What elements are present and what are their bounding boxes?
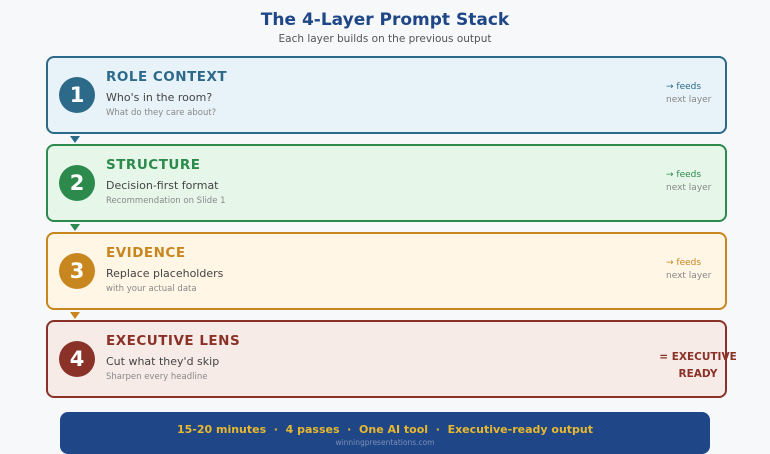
layer-number-badge: 4 [59,341,95,377]
feeds-label: → feeds [666,170,702,180]
layer-name: STRUCTURE [106,157,201,173]
layer-description: Decision-first format [106,179,219,192]
layer-detail: Recommendation on Slide 1 [106,196,226,206]
website-label: winningpresentations.com [335,438,435,447]
feeds-label: → feeds [666,82,702,92]
layer-structure: 2 STRUCTURE Decision-first format Recomm… [46,144,727,222]
page-subtitle: Each layer builds on the previous output [278,33,492,45]
next-layer-label: next layer [666,271,712,281]
next-layer-label: next layer [666,95,712,105]
feeds-label: → feeds [666,258,702,268]
layer-name: EVIDENCE [106,245,186,261]
layer-description: Who's in the room? [106,91,213,104]
layer-description: Cut what they'd skip [106,355,220,368]
layer-name: EXECUTIVE LENS [106,333,241,349]
layer-detail: with your actual data [106,284,197,294]
page-title: The 4-Layer Prompt Stack [260,10,510,30]
result-label: = EXECUTIVE [659,351,737,363]
down-arrow-icon [70,224,80,231]
summary-banner: 15-20 minutes · 4 passes · One AI tool ·… [60,412,710,454]
layer-number-badge: 2 [59,165,95,201]
next-layer-label: next layer [666,183,712,193]
layer-detail: Sharpen every headline [106,372,208,382]
down-arrow-icon [70,136,80,143]
layer-name: ROLE CONTEXT [106,69,228,85]
result-label-2: READY [678,368,718,380]
down-arrow-icon [70,312,80,319]
layer-detail: What do they care about? [106,108,217,118]
layer-evidence: 3 EVIDENCE Replace placeholders with you… [46,232,727,310]
summary-text: 15-20 minutes · 4 passes · One AI tool ·… [176,423,594,436]
layer-role-context: 1 ROLE CONTEXT Who's in the room? What d… [46,56,727,134]
layer-number-badge: 3 [59,253,95,289]
layer-number-badge: 1 [59,77,95,113]
layer-executive-lens: 4 EXECUTIVE LENS Cut what they'd skip Sh… [46,320,737,398]
layer-description: Replace placeholders [106,267,224,280]
